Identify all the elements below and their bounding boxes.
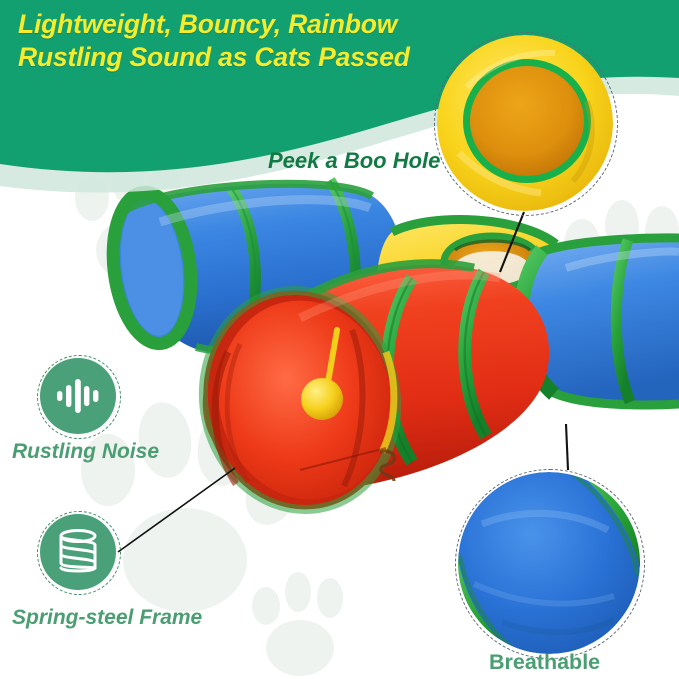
label-breathable: Breathable [489,650,601,674]
headline: Lightweight, Bouncy, Rainbow Rustling So… [18,8,448,74]
breathable-fabric-closeup [458,472,640,654]
label-spring-steel-frame: Spring-steel Frame [12,606,203,629]
badge-rustling-noise [40,358,116,434]
label-rustling-noise: Rustling Noise [12,440,160,463]
label-peek-a-boo-hole: Peek a Boo Hole [268,148,441,173]
sound-wave-icon [57,379,99,413]
callout-peek-a-boo-hole [437,35,613,211]
tunnel-center-red [198,259,550,514]
coil-spring-icon [59,529,97,573]
headline-line-1: Lightweight, Bouncy, Rainbow [18,9,398,39]
callout-breathable [458,472,640,654]
headline-line-2: Rustling Sound as Cats Passed [18,42,410,73]
badge-spring-steel-frame [40,514,116,590]
peek-hole-closeup [437,35,613,211]
